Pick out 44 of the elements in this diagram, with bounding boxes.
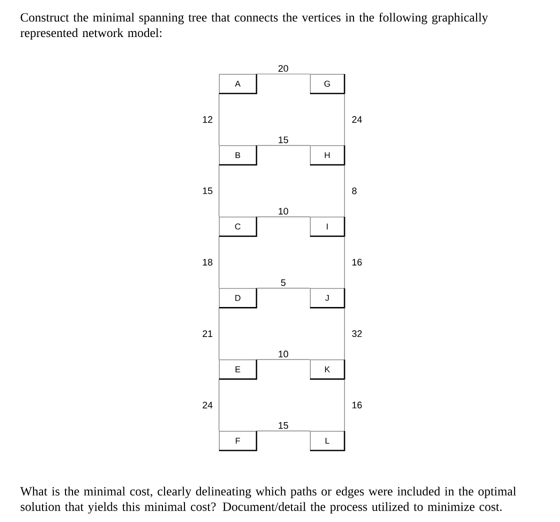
edge-label: 15 xyxy=(278,422,288,429)
edge-label: 15 xyxy=(203,188,212,194)
vertex-box: F xyxy=(219,430,258,452)
edge-label: 20 xyxy=(278,65,288,72)
edge-label: 18 xyxy=(203,258,212,266)
vertex-box: B xyxy=(219,145,258,166)
connector-line xyxy=(344,236,345,288)
connector-line xyxy=(218,236,220,288)
edge-label: 8 xyxy=(352,187,357,194)
connector-line xyxy=(218,93,220,146)
vertex-box: D xyxy=(219,288,258,308)
edge-label: 10 xyxy=(278,350,288,358)
connector-line xyxy=(218,307,220,360)
edge-label: 12 xyxy=(203,116,212,123)
edge-label: 16 xyxy=(352,258,362,266)
vertex-box: H xyxy=(310,145,346,166)
vertex-box: K xyxy=(310,360,346,380)
edge-label: 10 xyxy=(278,208,288,215)
edge-label: 24 xyxy=(352,116,362,123)
edge-label: 5 xyxy=(281,279,286,286)
connector-line xyxy=(218,164,220,218)
edge-label: 16 xyxy=(352,402,362,408)
vertex-box: I xyxy=(310,216,346,237)
edge-label: 15 xyxy=(278,136,288,144)
connector-line xyxy=(344,307,345,360)
edge-label: 24 xyxy=(202,402,213,408)
vertex-box: A xyxy=(219,74,258,94)
edge-label: 32 xyxy=(352,330,362,337)
connector-line xyxy=(344,164,345,218)
connector-line xyxy=(344,378,345,432)
connector-line xyxy=(256,359,310,360)
vertex-box: G xyxy=(310,74,346,94)
connector-line xyxy=(344,93,345,146)
vertex-box: C xyxy=(219,216,258,237)
connector-line xyxy=(256,145,310,146)
edge-label: 21 xyxy=(202,330,212,337)
vertex-box: L xyxy=(310,430,346,452)
connector-line xyxy=(256,430,310,432)
vertex-box: J xyxy=(310,288,346,308)
connector-line xyxy=(256,216,310,218)
question-text: What is the minimal cost, clearly delineating which paths or edges were included in the optimal solution that yields this minimal cost? Document/detail the process utilized to minimize cost. xyxy=(20,486,516,514)
question-text: Construct the minimal spanning tree that connects the vertices in the following graphically represented network model: xyxy=(20,12,488,40)
vertex-box: E xyxy=(219,360,258,380)
connector-line xyxy=(218,378,220,432)
